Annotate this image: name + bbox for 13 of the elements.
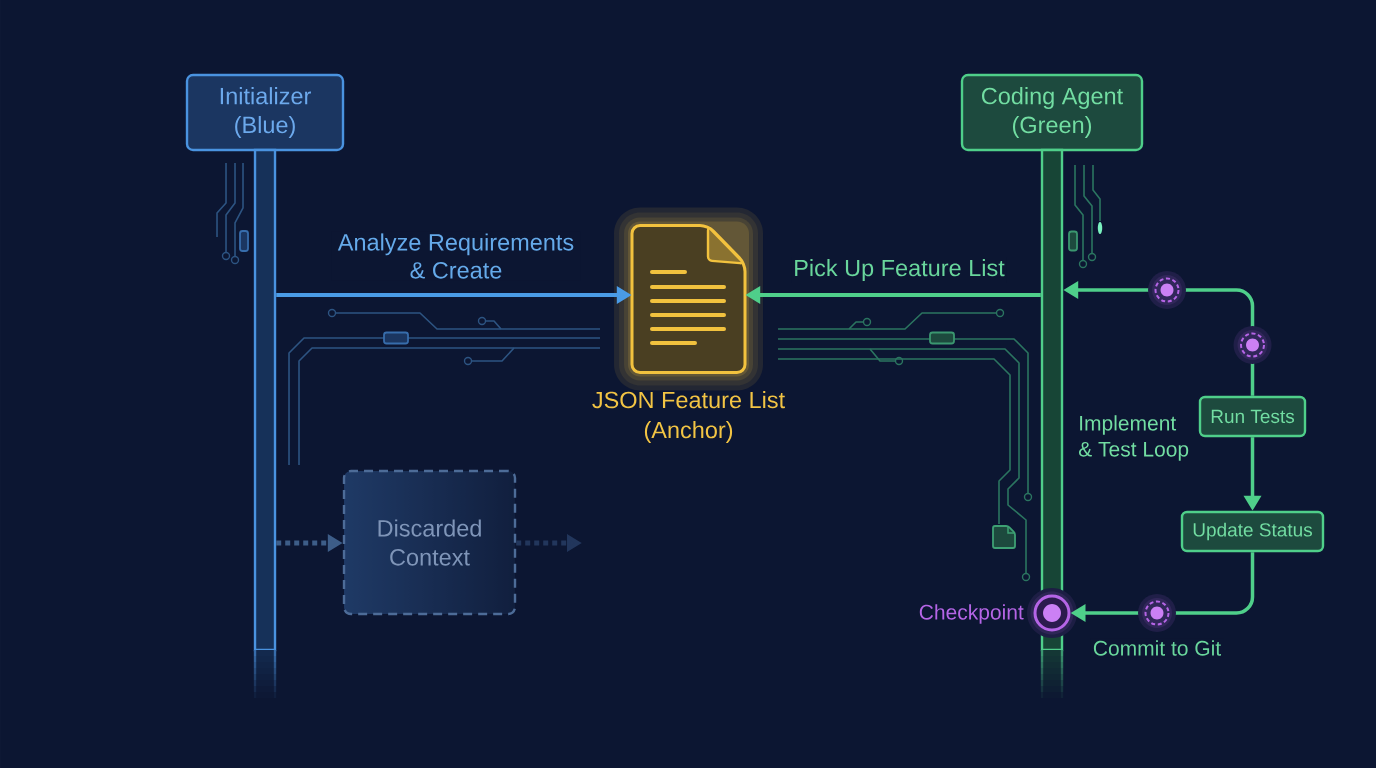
edge-label: Analyze Requirements & Create: [331, 231, 581, 281]
process-box: Update Status: [1180, 510, 1325, 553]
edge-label: Commit to Git: [1090, 638, 1224, 658]
edge-label: Pick Up Feature List: [791, 257, 1007, 283]
header-box: Coding Agent (Green): [960, 73, 1144, 152]
header-box: Initializer (Blue): [185, 73, 345, 152]
dashed-box: Discarded Context: [342, 469, 517, 616]
timeline-bar: [1040, 148, 1064, 698]
loop-label: Implement & Test Loop: [1078, 415, 1189, 461]
timeline-bar: [253, 148, 277, 698]
node-caption: JSON Feature List (Anchor): [592, 391, 785, 443]
node-caption: Checkpoint: [919, 604, 1024, 624]
process-box: Run Tests: [1198, 395, 1307, 438]
